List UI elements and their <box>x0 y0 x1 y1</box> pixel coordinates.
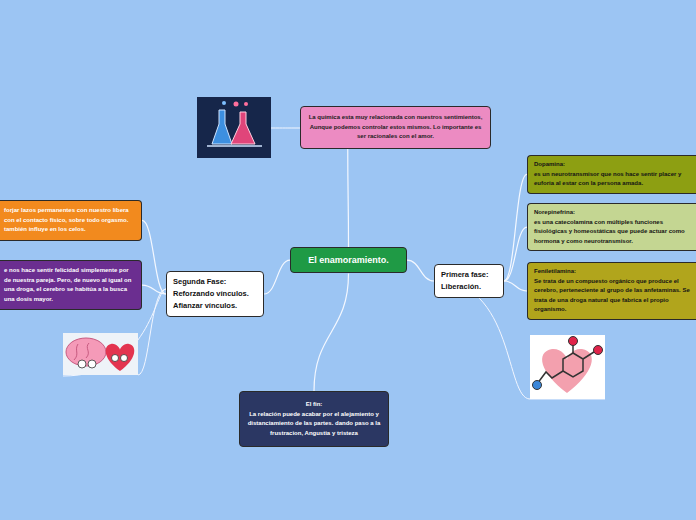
branch-topic: Primera fase: Liberación. <box>434 264 504 298</box>
shelf <box>207 145 262 147</box>
oxygen-atom <box>569 337 578 346</box>
node-text: La quimica esta muy relacionada con nues… <box>307 113 484 142</box>
end-box: El fin:La relación puede acabar por el a… <box>239 391 389 447</box>
picture-ground <box>63 333 138 375</box>
icon-ground <box>197 97 271 158</box>
node-heading: Feniletilamina: <box>534 267 690 277</box>
eye <box>121 355 128 362</box>
subtopic-box: Dopamina:es un neurotransmisor que nos h… <box>527 155 696 194</box>
node-heading: El fin: <box>246 400 382 410</box>
oxygen-atom <box>594 346 603 355</box>
flask-icon <box>197 97 271 158</box>
branch-topic: Segunda Fase: Reforzando vínculos. Afian… <box>166 271 264 317</box>
node-heading: Dopamina: <box>534 160 690 170</box>
node-text: Se trata de un compuesto orgánico que pr… <box>534 277 690 315</box>
subtopic-box: Feniletilamina:Se trata de un compuesto … <box>527 262 696 320</box>
branch-connector <box>314 273 349 391</box>
brain <box>66 338 106 366</box>
eye <box>78 360 86 368</box>
note-box: La quimica esta muy relacionada con nues… <box>300 106 491 149</box>
node-text: e nos hace sentir felicidad simplemente … <box>4 266 135 304</box>
eye <box>88 360 96 368</box>
heart <box>106 344 135 371</box>
eye <box>112 355 119 362</box>
subtopic-box: e nos hace sentir felicidad simplemente … <box>0 260 142 310</box>
branch-connector <box>347 149 349 247</box>
heart <box>542 349 592 393</box>
brain-fold <box>74 343 89 360</box>
bond <box>537 342 597 384</box>
branch-connector <box>264 260 290 294</box>
flask <box>212 110 232 144</box>
molecule-heart-picture <box>530 335 605 399</box>
node-text: La relación puede acabar por el alejamie… <box>246 410 382 439</box>
node-text: Primera fase: Liberación. <box>441 269 497 293</box>
picture-ground <box>530 335 605 399</box>
leader-line <box>271 128 300 129</box>
image-leaders <box>63 128 605 399</box>
node-text: forjar lazos permanentes con nuestro lib… <box>4 206 135 235</box>
node-text: Segunda Fase: Reforzando vínculos. Afian… <box>173 276 257 312</box>
branch-connector <box>504 174 527 281</box>
bubble <box>244 102 248 106</box>
bubble <box>222 101 226 105</box>
node-heading: Norepinefrina: <box>534 208 690 218</box>
node-text: es un neurotransmisor que nos hace senti… <box>534 170 690 189</box>
branch-connector <box>504 227 527 281</box>
nitrogen-atom <box>533 381 542 390</box>
leader-line <box>138 289 166 375</box>
brain-heart-picture <box>63 333 138 375</box>
branch-connector <box>142 285 166 294</box>
subtopic-box: forjar lazos permanentes con nuestro lib… <box>0 200 142 241</box>
bubble <box>234 102 239 107</box>
branch-connector <box>504 281 527 291</box>
benzene-ring <box>563 353 583 377</box>
node-text: es una catecolamina con múltiples funcio… <box>534 218 690 247</box>
subtopic-box: Norepinefrina:es una catecolamina con mú… <box>527 203 696 251</box>
branch-connector <box>142 220 166 294</box>
branch-connector <box>407 260 434 281</box>
node-text: El enamoramiento. <box>297 253 400 267</box>
central-topic: El enamoramiento. <box>290 247 407 273</box>
flask <box>231 112 255 144</box>
